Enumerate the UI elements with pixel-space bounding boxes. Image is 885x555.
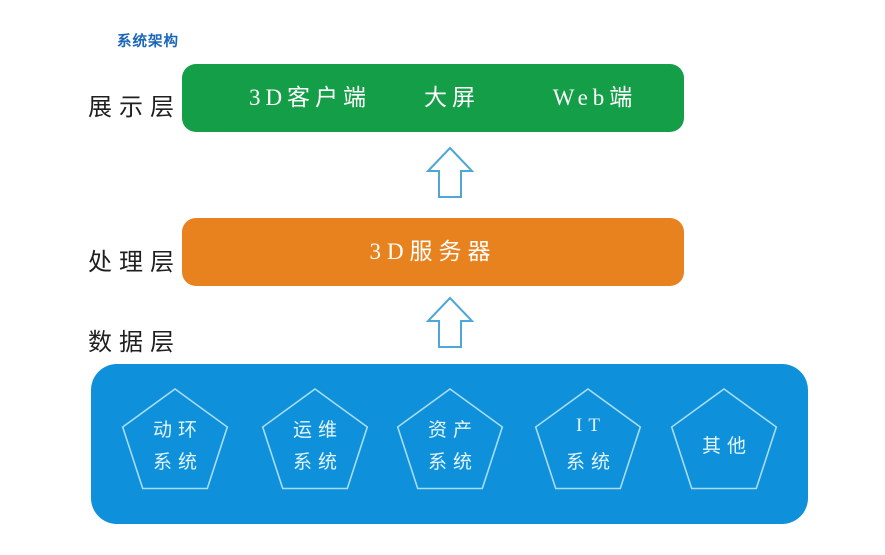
processing-item-3d-server: 3D服务器 xyxy=(369,239,497,264)
system-pentagon-assets: 资产 系统 xyxy=(392,387,508,493)
system-pentagon-it: IT 系统 xyxy=(530,387,646,493)
pentagon-label: 运维 系统 xyxy=(257,387,373,493)
layer-label-processing: 处理层 xyxy=(88,250,181,276)
diagram-title: 系统架构 xyxy=(117,34,179,50)
pentagon-label: 动环 系统 xyxy=(117,387,233,493)
processing-layer-bar: 3D服务器 xyxy=(182,218,684,286)
system-pentagon-dynamic-env: 动环 系统 xyxy=(117,387,233,493)
pentagon-label-line1: 动环 xyxy=(152,420,203,441)
pentagon-label-line2: 系统 xyxy=(292,452,343,473)
pentagon-label: IT 系统 xyxy=(530,387,646,493)
pentagon-outline-icon xyxy=(670,388,778,490)
pentagon-label-line2: 系统 xyxy=(152,452,203,473)
pentagon-label-line1: 资产 xyxy=(427,420,478,441)
pentagon-label-line1: 其他 xyxy=(701,436,752,457)
pentagon-label-line1: 运维 xyxy=(292,420,343,441)
pentagon-label-line2: 系统 xyxy=(427,452,478,473)
pentagon-label-line1: IT xyxy=(576,415,606,436)
pentagon-outline-icon xyxy=(121,388,229,490)
presentation-layer-bar: 3D客户端 大屏 Web端 xyxy=(182,64,684,132)
system-pentagon-other: 其他 xyxy=(666,387,782,493)
pentagon-outline-icon xyxy=(534,388,642,490)
pentagon-outline-icon xyxy=(261,388,369,490)
pentagon-outline-icon xyxy=(396,388,504,490)
up-arrow-icon xyxy=(426,296,474,348)
presentation-item-3d-client: 3D客户端 xyxy=(248,85,372,110)
layer-label-presentation: 展示层 xyxy=(88,95,181,121)
pentagon-label-line2: 系统 xyxy=(565,452,616,473)
presentation-item-big-screen: 大屏 xyxy=(424,85,480,110)
up-arrow-icon xyxy=(426,146,474,198)
layer-label-data: 数据层 xyxy=(88,330,181,356)
pentagon-label: 资产 系统 xyxy=(392,387,508,493)
data-layer-box: 动环 系统 运维 系统 资产 系统 xyxy=(91,364,808,524)
system-pentagon-operations: 运维 系统 xyxy=(257,387,373,493)
presentation-item-web: Web端 xyxy=(552,85,638,110)
pentagon-label: 其他 xyxy=(666,387,782,493)
